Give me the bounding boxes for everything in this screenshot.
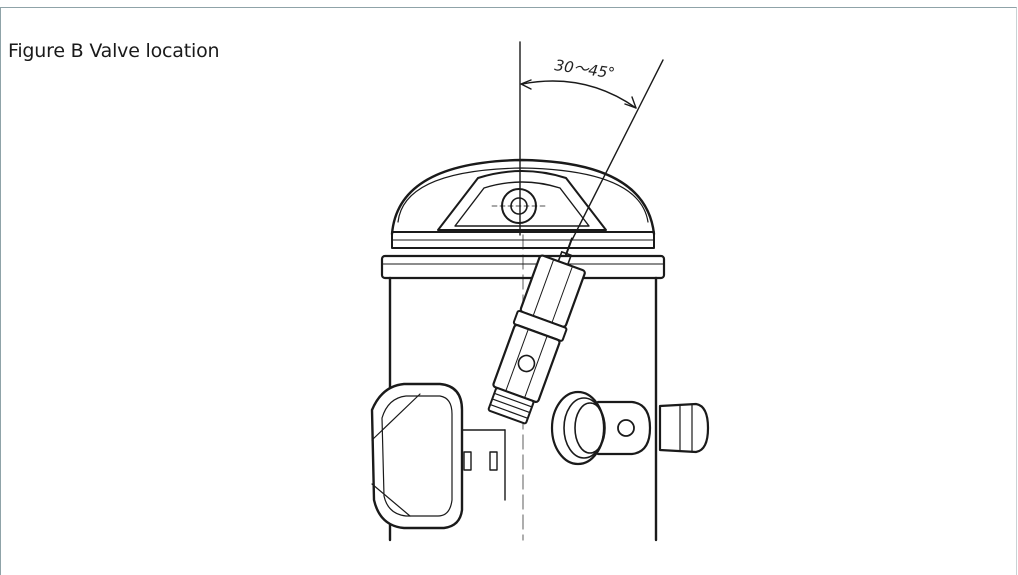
valve-upper-nut-facet-1 (532, 259, 555, 317)
valve-needle (564, 237, 573, 257)
angle-arrow-right (624, 96, 637, 109)
side-fitting-body (596, 400, 652, 456)
valve-lower-facet-1 (505, 328, 529, 392)
valve-thread-3 (489, 403, 529, 419)
compressor-dome (390, 158, 656, 236)
terminal-slot-2 (489, 451, 498, 471)
angle-label: 30～45° (553, 56, 616, 82)
dome-boss-inner (454, 181, 590, 227)
side-fitting-ring-2 (574, 402, 606, 454)
dome-boss (437, 170, 607, 231)
valve-thread-2 (491, 398, 531, 414)
terminal-slot-1 (463, 451, 472, 471)
valve-lower-facet-2 (524, 335, 548, 399)
terminal-box-edge-2 (371, 483, 411, 517)
figure-caption: Figure B Valve location (8, 40, 220, 62)
angle-arrow-left (520, 79, 532, 90)
terminal-box (370, 382, 464, 530)
top-flange (380, 254, 666, 280)
angled-reference-line (571, 59, 664, 241)
valve-thread-1 (493, 392, 533, 408)
side-fitting-hole (617, 419, 635, 437)
side-fitting (550, 390, 710, 466)
side-fitting-ring (563, 397, 605, 459)
side-stub (658, 402, 710, 454)
side-fitting-outer (550, 390, 606, 466)
dome-inner-line (397, 167, 649, 223)
terminal-box-edge (371, 393, 421, 441)
angle-arc (521, 80, 637, 109)
figure-frame (0, 7, 1017, 575)
valve-upper-nut-facet-2 (551, 265, 573, 324)
valve-assembly (487, 237, 586, 425)
valve-port (517, 354, 536, 373)
terminal-box-inner (381, 395, 453, 517)
